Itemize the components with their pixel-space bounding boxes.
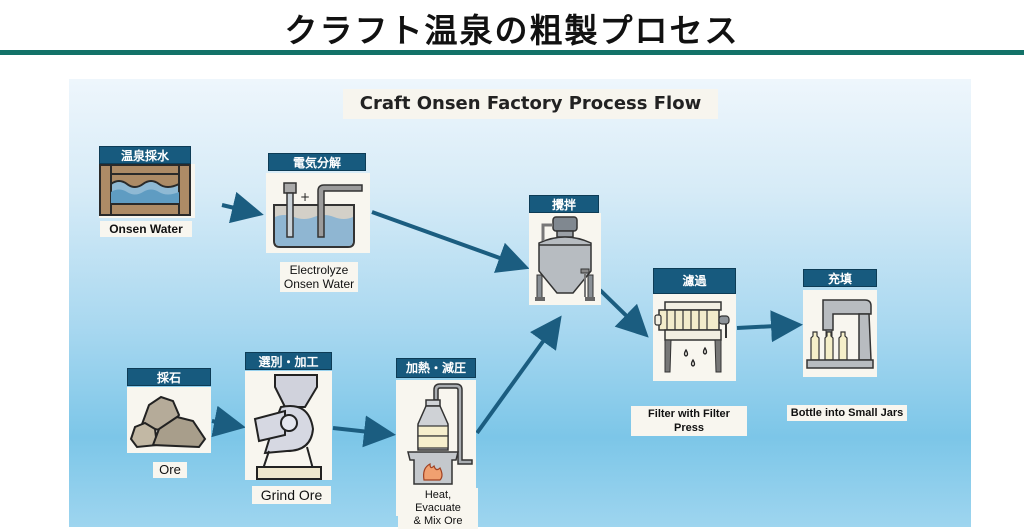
title-divider	[0, 50, 1024, 55]
step-label: Onsen Water	[100, 221, 192, 237]
mixing-tank-icon	[535, 216, 595, 301]
diagram-title: Craft Onsen Factory Process Flow	[343, 89, 718, 119]
electrolysis-tank-icon: +	[273, 182, 363, 248]
flow-arrow-heat-to-stir	[475, 315, 562, 435]
bottling-machine-icon	[806, 299, 874, 369]
page-title: クラフト温泉の粗製プロセス	[284, 11, 740, 50]
step-label: Heat, Evacuate & Mix Ore	[398, 488, 478, 529]
grinder-icon	[253, 374, 322, 480]
flow-arrow-electrolyze-to-stir	[371, 210, 530, 273]
step-tag: 温泉採水	[99, 146, 191, 164]
flow-arrow-ore-to-grind	[211, 405, 246, 438]
flow-arrow-stir-to-filter	[598, 288, 649, 338]
onsen-water-tank-icon	[99, 164, 191, 216]
step-label: Grind Ore	[252, 486, 331, 504]
step-tag: 選別・加工	[245, 352, 332, 370]
step-tag: 充填	[803, 269, 877, 287]
step-label: Bottle into Small Jars	[787, 405, 907, 421]
step-tag: 採石	[127, 368, 211, 386]
step-label: Filter with Filter Press	[631, 406, 747, 436]
filter-press-icon	[654, 301, 730, 373]
step-tag: 濾過	[653, 268, 736, 294]
step-tag: 電気分解	[268, 153, 366, 171]
distillation-flask-icon	[407, 383, 473, 485]
flow-arrow-filter-to-fill	[736, 310, 803, 343]
step-tag: 加熱・減圧	[396, 358, 476, 378]
flow-arrow-grind-to-heat	[332, 415, 396, 448]
step-label-text: Heat, Evacuate & Mix Ore	[413, 489, 463, 527]
svg-text:+: +	[300, 190, 310, 204]
ore-rocks-icon	[129, 395, 207, 449]
step-label: Electrolyze Onsen Water	[280, 262, 358, 292]
flow-arrow-onsen-water-to-electrolyze	[221, 191, 264, 224]
step-label-text: Electrolyze Onsen Water	[283, 263, 355, 291]
step-label: Ore	[153, 462, 187, 478]
step-tag: 攪拌	[529, 195, 599, 213]
